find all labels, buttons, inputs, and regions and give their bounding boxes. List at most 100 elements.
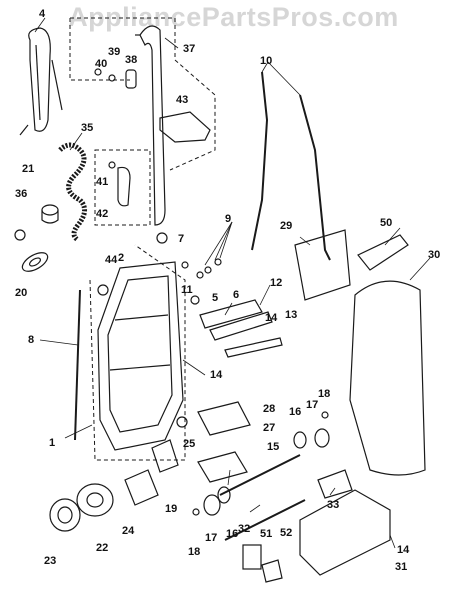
part-24-motor-housing	[124, 469, 159, 506]
label-14-bottom: 14	[397, 544, 410, 556]
part-23-fan	[49, 498, 81, 532]
part-16-wheel-right	[293, 431, 307, 449]
part-30-bag-cover	[349, 280, 426, 476]
label-17-left: 17	[205, 532, 217, 544]
base-box-outline	[89, 244, 186, 461]
label-19: 19	[165, 503, 177, 515]
callout-labels: 4 40 39 38 37 10 43 35 41 42 21 36 9 7 4…	[15, 8, 440, 573]
part-12-plate	[209, 311, 273, 341]
label-14-mid: 14	[210, 369, 223, 381]
label-31: 31	[395, 561, 407, 573]
label-52: 52	[280, 527, 292, 539]
part-33-cover	[317, 469, 353, 499]
label-15: 15	[267, 441, 279, 453]
part-50-latch	[357, 234, 409, 271]
part-41-screw	[108, 161, 116, 169]
part-51-filter	[242, 544, 262, 570]
label-37: 37	[183, 43, 195, 55]
part-9-screw-b	[204, 266, 212, 274]
label-21: 21	[22, 163, 34, 175]
part-42-bracket	[117, 166, 131, 207]
part-25-ring	[176, 416, 188, 428]
label-1: 1	[49, 437, 55, 449]
part-39-screw	[108, 74, 116, 82]
part-20-wand-adapter	[21, 252, 49, 272]
part-9-screw-a	[196, 271, 204, 279]
handle-box-outline	[70, 17, 216, 171]
label-12: 12	[270, 277, 282, 289]
part-16-wheel-left	[217, 486, 231, 504]
bracket-box	[94, 149, 151, 226]
part-17-wheel-left	[203, 494, 221, 516]
label-10: 10	[260, 55, 272, 67]
label-30: 30	[428, 249, 440, 261]
part-10-strip-left	[251, 71, 269, 251]
part-5-washer	[190, 295, 200, 305]
part-1-base	[97, 261, 184, 451]
label-40: 40	[95, 58, 107, 70]
part-9-screw-c	[214, 258, 222, 266]
label-35: 35	[81, 122, 93, 134]
handle-box-left	[69, 18, 130, 81]
part-15-axle	[219, 454, 301, 496]
part-29-filter-door	[294, 229, 351, 301]
label-41: 41	[96, 176, 108, 188]
label-17-right: 17	[306, 399, 318, 411]
label-28: 28	[263, 403, 275, 415]
label-2: 2	[118, 252, 124, 264]
watermark: AppliancePartsPros.com	[68, 2, 399, 32]
label-4: 4	[39, 8, 46, 20]
part-4-power-cord	[19, 27, 63, 136]
label-32: 32	[238, 523, 250, 535]
part-28-filter	[197, 401, 251, 436]
part-35-hose	[58, 142, 87, 243]
label-24: 24	[122, 525, 135, 537]
label-5: 5	[212, 292, 218, 304]
label-13: 13	[285, 309, 297, 321]
part-7-knob	[156, 232, 168, 244]
label-39: 39	[108, 46, 120, 58]
part-19-bracket	[151, 439, 179, 473]
label-18-right: 18	[318, 388, 330, 400]
label-6: 6	[233, 289, 239, 301]
part-36-clip	[14, 229, 26, 241]
part-43-cord-hook	[159, 111, 211, 143]
part-6-belt-cover	[199, 299, 263, 329]
part-21-cuff	[41, 204, 59, 216]
part-38-switch	[125, 69, 137, 89]
label-16-left: 16	[226, 528, 238, 540]
leader-lines	[34, 17, 431, 549]
part-17-wheel-right	[314, 428, 330, 448]
part-18-screw-right	[321, 411, 329, 419]
dashed-handle-box	[69, 17, 216, 461]
label-42: 42	[96, 208, 108, 220]
label-43: 43	[176, 94, 188, 106]
label-22: 22	[96, 542, 108, 554]
label-36: 36	[15, 188, 27, 200]
part-1-pin	[97, 284, 109, 296]
label-51: 51	[260, 528, 272, 540]
label-29: 29	[280, 220, 292, 232]
label-14-top: 14	[265, 312, 278, 324]
label-23: 23	[44, 555, 56, 567]
label-18-left: 18	[188, 546, 200, 558]
part-37-handle	[135, 25, 166, 226]
part-31-bottom-plate	[299, 489, 391, 576]
part-13-brush	[224, 337, 283, 358]
label-16-right: 16	[289, 406, 301, 418]
part-22-motor	[76, 483, 114, 517]
part-52-clip	[261, 559, 283, 583]
label-8: 8	[28, 334, 34, 346]
label-9: 9	[225, 213, 231, 225]
part-10-strip-right	[299, 94, 331, 261]
label-20: 20	[15, 287, 27, 299]
label-25: 25	[183, 438, 195, 450]
label-50: 50	[380, 217, 392, 229]
part-40-screw	[94, 68, 102, 76]
part-11-screw	[181, 261, 189, 269]
part-8-rod	[74, 289, 81, 441]
part-18-screw-left	[192, 508, 200, 516]
label-38: 38	[125, 54, 137, 66]
